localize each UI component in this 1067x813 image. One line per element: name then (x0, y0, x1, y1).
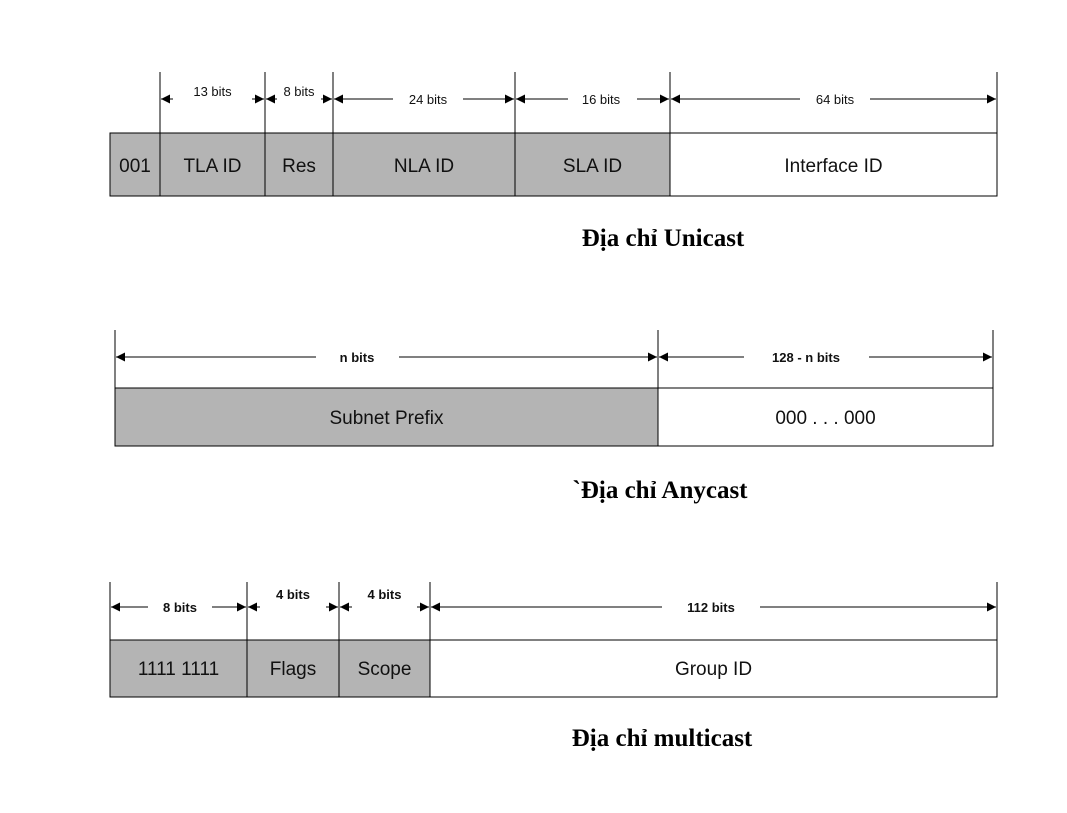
anycast-diagram: n bits 128 - n bits Subnet Prefix 000 . … (114, 330, 994, 504)
unicast-field-nla (332, 132, 516, 197)
anycast-field-label: Subnet Prefix (329, 408, 444, 429)
multicast-dim-label: 112 bits (687, 600, 735, 615)
unicast-field-label: NLA ID (394, 156, 454, 177)
anycast-field-row: Subnet Prefix 000 . . . 000 (114, 387, 994, 447)
anycast-dim-label: 128 - n bits (772, 350, 840, 365)
unicast-field-interface (669, 132, 998, 197)
unicast-dim-label: 13 bits (193, 84, 232, 99)
unicast-dim-16bits: 16 bits (516, 92, 669, 107)
multicast-dim-label: 8 bits (163, 600, 197, 615)
multicast-field-label: Group ID (675, 659, 752, 680)
multicast-field-flags (246, 639, 340, 698)
unicast-dim-13bits: 13 bits (161, 84, 264, 104)
multicast-dim-4bits-scope: 4 bits (340, 587, 429, 612)
multicast-dim-4bits-flags: 4 bits (248, 587, 338, 612)
unicast-dim-label: 64 bits (816, 92, 855, 107)
anycast-dim-nbits: n bits (116, 350, 657, 365)
anycast-dim-128-nbits: 128 - n bits (659, 350, 992, 365)
multicast-field-label: Flags (270, 659, 316, 680)
anycast-field-label: 000 . . . 000 (775, 408, 875, 429)
unicast-dim-8bits: 8 bits (266, 84, 332, 104)
unicast-field-sla (514, 132, 671, 197)
unicast-field-label: Res (282, 156, 316, 177)
multicast-field-row: 1111 1111 Flags Scope Group ID (109, 639, 998, 698)
unicast-field-label: 001 (119, 156, 151, 177)
multicast-field-group (429, 639, 998, 698)
multicast-caption: Địa chỉ multicast (572, 725, 753, 752)
unicast-dim-label: 8 bits (283, 84, 315, 99)
multicast-field-prefix (109, 639, 248, 698)
unicast-dim-24bits: 24 bits (334, 92, 514, 107)
multicast-dim-label: 4 bits (276, 587, 310, 602)
multicast-field-label: 1111 1111 (138, 659, 219, 680)
multicast-dim-112bits: 112 bits (431, 600, 996, 615)
anycast-caption: `Địa chỉ Anycast (573, 477, 749, 504)
unicast-field-row: 001 TLA ID Res NLA ID SLA ID Interface I… (109, 132, 998, 197)
unicast-field-res (264, 132, 334, 197)
unicast-dim-64bits: 64 bits (671, 92, 996, 107)
unicast-field-label: Interface ID (784, 156, 882, 177)
anycast-dim-label: n bits (340, 350, 375, 365)
unicast-caption: Địa chỉ Unicast (582, 225, 745, 252)
multicast-diagram: 8 bits 4 bits 4 bits 112 bits 1111 1111 … (109, 582, 998, 752)
unicast-field-label: TLA ID (183, 156, 241, 177)
multicast-field-label: Scope (358, 659, 412, 680)
unicast-field-label: SLA ID (563, 156, 622, 177)
anycast-field-zeros (657, 387, 994, 447)
anycast-field-subnet-prefix (114, 387, 659, 447)
multicast-field-scope (338, 639, 431, 698)
multicast-dim-label: 4 bits (368, 587, 402, 602)
unicast-diagram: 13 bits 8 bits 24 bits 16 bits 64 bits (109, 72, 998, 252)
unicast-dim-label: 24 bits (409, 92, 448, 107)
unicast-field-tla (159, 132, 266, 197)
unicast-field-prefix (109, 132, 161, 197)
unicast-dim-label: 16 bits (582, 92, 621, 107)
multicast-dim-8bits: 8 bits (111, 600, 246, 615)
